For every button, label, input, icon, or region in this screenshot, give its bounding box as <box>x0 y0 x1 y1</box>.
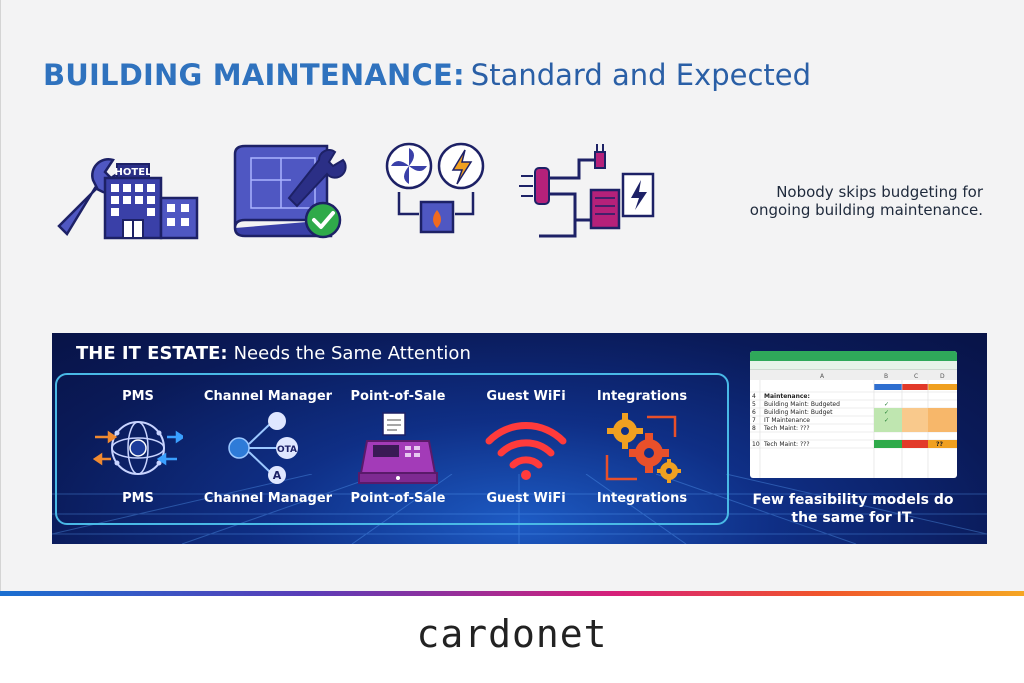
grid-floor-decoration <box>52 474 987 544</box>
row-num: 7 <box>752 417 756 424</box>
spreadsheet-caption: Few feasibility models do the same for I… <box>752 492 954 526</box>
it-title-bold: THE IT ESTATE: <box>76 343 228 364</box>
plumbing-electric-icon <box>519 144 655 238</box>
row-label: Building Maint: Budgeted <box>764 401 840 408</box>
row-label: Tech Maint: ??? <box>763 425 810 432</box>
title-light: Standard and Expected <box>470 58 812 92</box>
row-check: ✓ <box>884 417 889 424</box>
column-label-top: Guest WiFi <box>486 389 566 404</box>
pms-globe-icon <box>93 421 183 475</box>
spreadsheet-toolbar <box>750 361 957 370</box>
it-estate-banner: THE IT ESTATE:Needs the Same Attention P… <box>52 333 987 544</box>
wifi-icon <box>485 422 567 480</box>
column-label-top: Integrations <box>596 389 688 404</box>
col-header-b: B <box>884 373 888 380</box>
row-num: 10 <box>752 441 760 448</box>
row-label: Tech Maint: ??? <box>763 441 810 448</box>
row-label: Maintenance: <box>764 393 810 400</box>
gears-icon <box>605 413 681 483</box>
column-label-bottom: Guest WiFi <box>486 491 566 506</box>
column-label-top: Channel Manager <box>203 389 333 404</box>
cash-register-icon <box>358 412 438 484</box>
row-flag: ?? <box>936 441 943 448</box>
row-num: 8 <box>752 425 756 432</box>
spreadsheet-grid: A B C D 4 Maintenance: 5 Building Maint:… <box>750 370 957 478</box>
hvac-fan-power-icon <box>385 142 485 234</box>
row-check: ✓ <box>884 409 889 416</box>
channel-node-ota: OTA <box>277 445 297 455</box>
side-note: Nobody skips budgeting for ongoing build… <box>749 183 983 219</box>
spreadsheet-preview: A B C D 4 Maintenance: 5 Building Maint:… <box>750 351 957 478</box>
channel-manager-icon: OTA A <box>228 412 298 484</box>
it-systems-frame <box>55 373 729 525</box>
column-label-bottom: Channel Manager <box>203 491 333 506</box>
wrench-hotel-icon: HOTEL <box>57 158 199 240</box>
column-label-top: Point-of-Sale <box>350 389 446 404</box>
column-label-bottom: Point-of-Sale <box>350 491 446 506</box>
channel-node-a: A <box>273 469 282 482</box>
maintenance-panel: BUILDING MAINTENANCE:Standard and Expect… <box>0 0 1024 592</box>
row-num: 6 <box>752 409 756 416</box>
spreadsheet-title-bar <box>750 351 957 361</box>
column-label-bottom: Integrations <box>596 491 688 506</box>
col-header-d: D <box>940 373 945 380</box>
brand-gradient-divider <box>0 591 1024 596</box>
row-label: Building Maint: Budget <box>764 409 833 416</box>
column-label-bottom: PMS <box>122 491 154 506</box>
row-check: ✓ <box>884 401 889 408</box>
it-title-light: Needs the Same Attention <box>233 343 471 364</box>
col-header-a: A <box>820 373 825 380</box>
page-title: BUILDING MAINTENANCE:Standard and Expect… <box>43 58 811 98</box>
row-num: 5 <box>752 401 756 408</box>
blueprint-wrench-icon <box>233 144 347 239</box>
title-bold: BUILDING MAINTENANCE: <box>43 58 465 92</box>
row-num: 4 <box>752 393 756 400</box>
column-label-top: PMS <box>122 389 154 404</box>
brand-logo: cardonet <box>416 612 608 656</box>
it-estate-title: THE IT ESTATE:Needs the Same Attention <box>76 343 471 364</box>
row-label: IT Maintenance <box>764 417 810 424</box>
hotel-sign-text: HOTEL <box>115 167 153 178</box>
col-header-c: C <box>914 373 918 380</box>
maintenance-icon-row: HOTEL <box>49 140 669 250</box>
